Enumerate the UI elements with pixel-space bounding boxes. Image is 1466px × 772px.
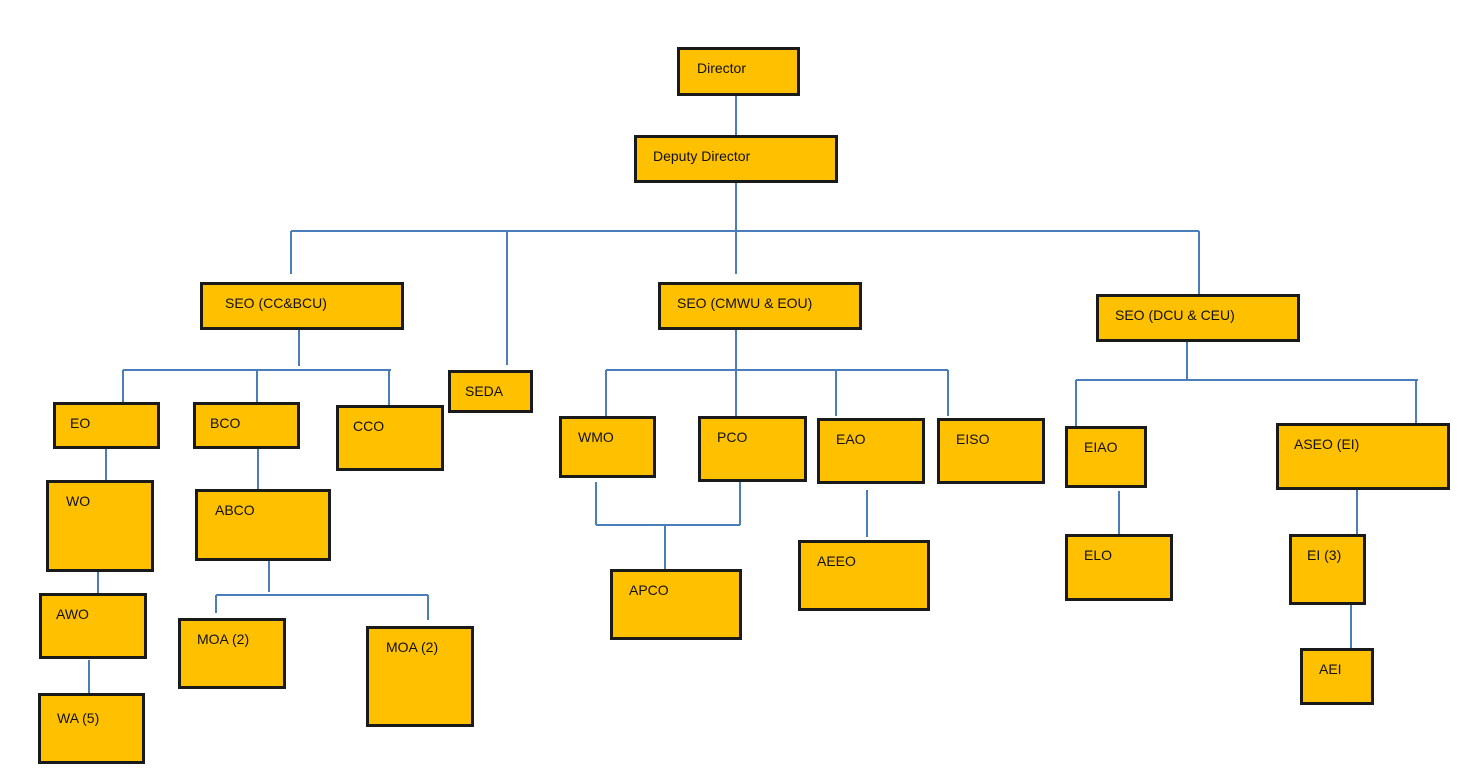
node-moa-right: MOA (2) (366, 626, 474, 727)
node-eiao: EIAO (1065, 426, 1147, 488)
node-wmo: WMO (559, 416, 656, 478)
node-wo: WO (46, 480, 154, 572)
node-eao: EAO (817, 418, 925, 484)
node-cco: CCO (336, 405, 444, 471)
node-eo: EO (53, 402, 160, 449)
node-seo-dcu-ceu: SEO (DCU & CEU) (1096, 294, 1300, 342)
node-seo-cmwu-eou: SEO (CMWU & EOU) (658, 282, 862, 330)
node-deputy-director: Deputy Director (634, 135, 838, 183)
node-aseo-ei: ASEO (EI) (1276, 423, 1450, 490)
node-seda: SEDA (448, 370, 533, 413)
node-eiso: EISO (937, 418, 1045, 484)
node-bco: BCO (193, 402, 300, 449)
node-wa: WA (5) (38, 693, 145, 764)
node-seo-cc-bcu: SEO (CC&BCU) (200, 282, 404, 330)
node-ei: EI (3) (1289, 534, 1366, 605)
node-awo: AWO (39, 593, 147, 659)
node-apco: APCO (610, 569, 742, 640)
node-pco: PCO (698, 416, 807, 482)
node-director: Director (677, 47, 800, 96)
node-moa-left: MOA (2) (178, 618, 286, 689)
node-elo: ELO (1065, 534, 1173, 601)
node-abco: ABCO (195, 489, 331, 561)
node-aeeo: AEEO (798, 540, 930, 611)
node-aei: AEI (1300, 648, 1374, 705)
